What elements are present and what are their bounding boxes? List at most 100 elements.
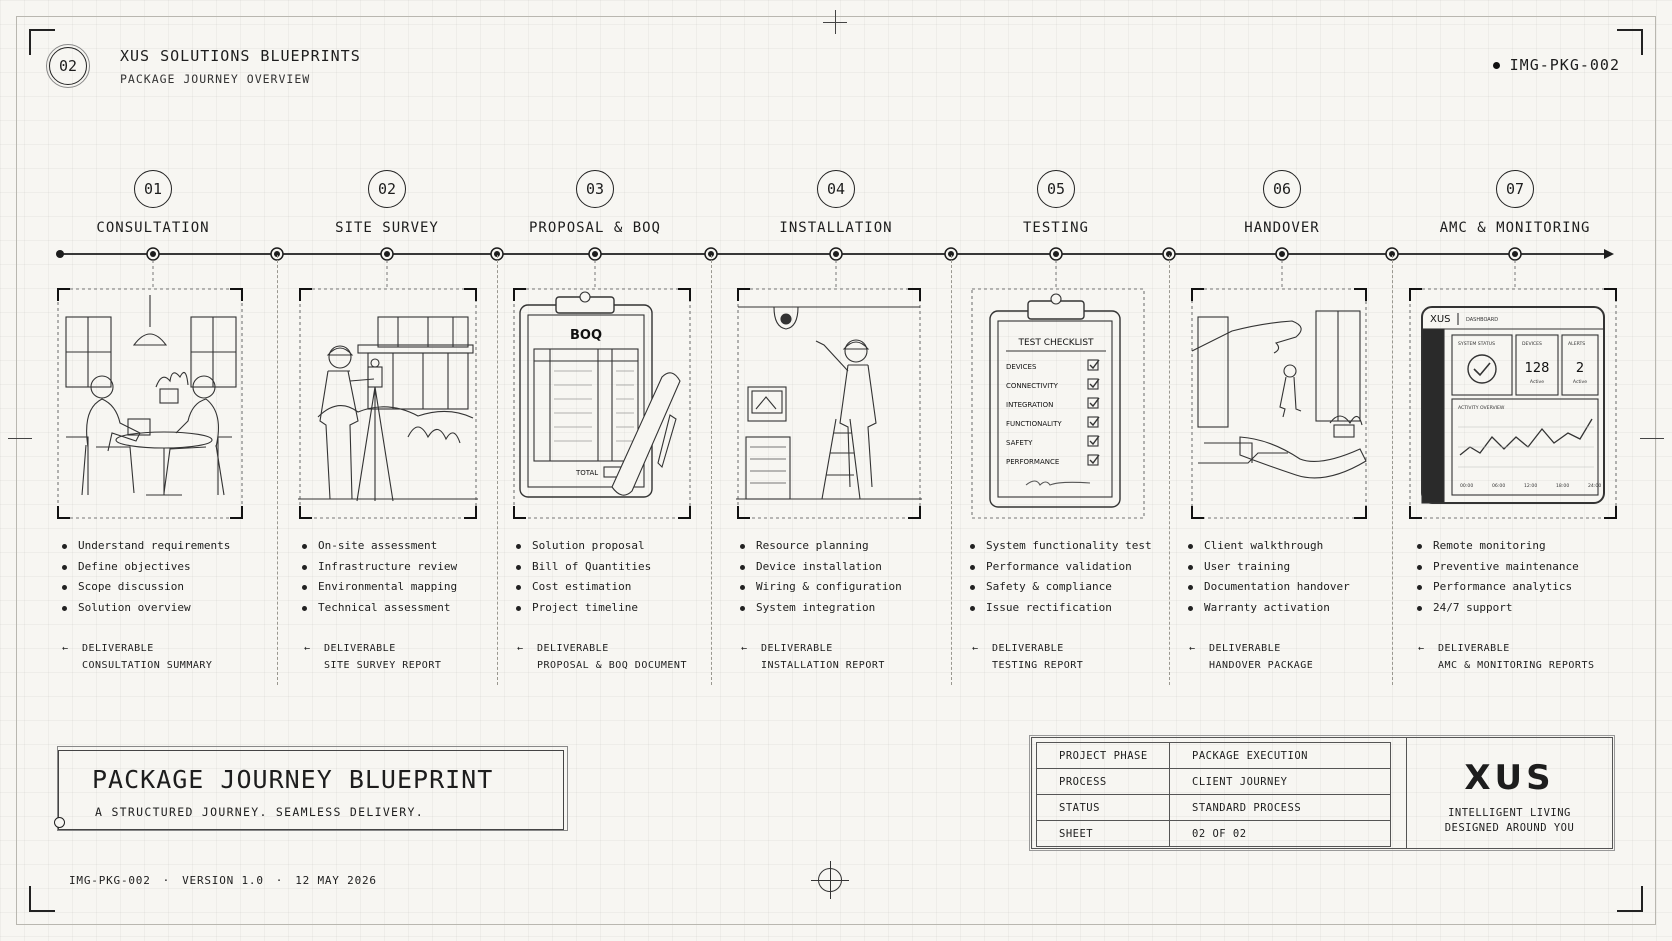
- info-key: PROCESS: [1036, 768, 1170, 795]
- list-item: Remote monitoring: [1417, 536, 1579, 557]
- monitoring-dashboard-illustration: XUS DASHBOARD SYSTEM STATUS DEVICES 128 …: [1408, 287, 1618, 520]
- footer-date: 12 MAY 2026: [295, 874, 377, 887]
- deliverable: ← DELIVERABLE HANDOVER PACKAGE: [1189, 640, 1314, 674]
- deliverable-name: HANDOVER PACKAGE: [1209, 660, 1314, 671]
- checkbox-icon: [1087, 416, 1099, 428]
- list-item: Documentation handover: [1188, 577, 1350, 598]
- list-item: Environmental mapping: [302, 577, 457, 598]
- svg-text:Active: Active: [1573, 379, 1587, 385]
- list-item: Define objectives: [62, 557, 230, 578]
- image-id: IMG-PKG-002: [1492, 56, 1620, 74]
- deliverable-label: DELIVERABLE: [1438, 643, 1510, 654]
- check-icon: [1089, 397, 1100, 408]
- deliverable-label: DELIVERABLE: [1209, 643, 1281, 654]
- arrow-left-icon: ←: [1418, 643, 1425, 654]
- deliverable-name: TESTING REPORT: [992, 660, 1084, 671]
- footer-version: VERSION 1.0: [182, 874, 264, 887]
- image-id-text: IMG-PKG-002: [1509, 56, 1620, 74]
- deliverable-name: INSTALLATION REPORT: [761, 660, 885, 671]
- boq-illustration: BOQ TOTAL: [512, 287, 692, 520]
- registration-mark: [8, 438, 32, 439]
- svg-text:DEVICES: DEVICES: [1522, 341, 1542, 347]
- title-marker-icon: [54, 817, 65, 828]
- svg-text:TEST CHECKLIST: TEST CHECKLIST: [1017, 338, 1094, 348]
- list-item: System functionality test: [970, 536, 1152, 557]
- column-divider: [497, 255, 498, 685]
- step-number-badge: 06: [1263, 170, 1301, 208]
- step-label: AMC & MONITORING: [1439, 220, 1591, 236]
- deliverable-label: DELIVERABLE: [82, 643, 154, 654]
- step-label: SITE SURVEY: [335, 220, 439, 236]
- tagline-line-1: INTELLIGENT LIVING: [1448, 807, 1571, 819]
- list-item: Understand requirements: [62, 536, 230, 557]
- svg-text:BOQ: BOQ: [570, 328, 602, 343]
- deliverable-name: PROPOSAL & BOQ DOCUMENT: [537, 660, 687, 671]
- list-item: Project timeline: [516, 598, 651, 619]
- list-item: Scope discussion: [62, 577, 230, 598]
- brand-title: XUS SOLUTIONS BLUEPRINTS: [120, 47, 361, 65]
- list-item: On-site assessment: [302, 536, 457, 557]
- time-tick-label: 24:00: [1588, 483, 1601, 489]
- footer-id: IMG-PKG-002: [69, 874, 151, 887]
- info-value: PACKAGE EXECUTION: [1169, 742, 1391, 769]
- checklist-item: PERFORMANCE: [1006, 458, 1059, 466]
- info-key: STATUS: [1036, 794, 1170, 821]
- svg-text:SYSTEM STATUS: SYSTEM STATUS: [1458, 341, 1495, 347]
- column-divider: [277, 255, 278, 685]
- step-label: PROPOSAL & BOQ: [528, 220, 661, 236]
- list-item: Warranty activation: [1188, 598, 1350, 619]
- list-item: 24/7 support: [1417, 598, 1579, 619]
- list-item: Wiring & configuration: [740, 577, 902, 598]
- consultation-illustration: [56, 287, 244, 520]
- list-item: Preventive maintenance: [1417, 557, 1579, 578]
- outer-frame: [16, 16, 1656, 925]
- svg-text:TOTAL: TOTAL: [575, 469, 598, 477]
- arrow-left-icon: ←: [1189, 643, 1196, 654]
- info-value: STANDARD PROCESS: [1169, 794, 1391, 821]
- brand-subtitle: PACKAGE JOURNEY OVERVIEW: [120, 72, 311, 86]
- step-label: INSTALLATION: [779, 220, 893, 236]
- list-item: Resource planning: [740, 536, 902, 557]
- column-divider: [711, 255, 712, 685]
- checklist-item: FUNCTIONALITY: [1006, 420, 1062, 428]
- deliverable: ← DELIVERABLE AMC & MONITORING REPORTS: [1418, 640, 1595, 674]
- step-number-badge: 04: [817, 170, 855, 208]
- checklist-item: INTEGRATION: [1006, 401, 1053, 409]
- svg-text:DASHBOARD: DASHBOARD: [1466, 317, 1498, 323]
- handover-illustration: [1190, 287, 1368, 520]
- step-number-badge: 05: [1037, 170, 1075, 208]
- arrow-left-icon: ←: [62, 643, 69, 654]
- time-tick-label: 12:00: [1524, 483, 1537, 489]
- check-icon: [1089, 378, 1100, 389]
- deliverable-label: DELIVERABLE: [992, 643, 1064, 654]
- step-label: TESTING: [1022, 220, 1089, 236]
- check-icon: [1089, 359, 1100, 370]
- info-key: SHEET: [1036, 820, 1170, 847]
- title-block: PACKAGE JOURNEY BLUEPRINT A STRUCTURED J…: [54, 746, 568, 831]
- bullet-dot-icon: [1492, 61, 1500, 69]
- deliverable-name: AMC & MONITORING REPORTS: [1438, 660, 1595, 671]
- check-icon: [1089, 416, 1100, 427]
- brand-cell: XUS INTELLIGENT LIVING DESIGNED AROUND Y…: [1406, 738, 1612, 848]
- column-divider: [1169, 255, 1170, 685]
- time-tick-label: 06:00: [1492, 483, 1505, 489]
- list-item: Safety & compliance: [970, 577, 1152, 598]
- time-tick-label: 00:00: [1460, 483, 1473, 489]
